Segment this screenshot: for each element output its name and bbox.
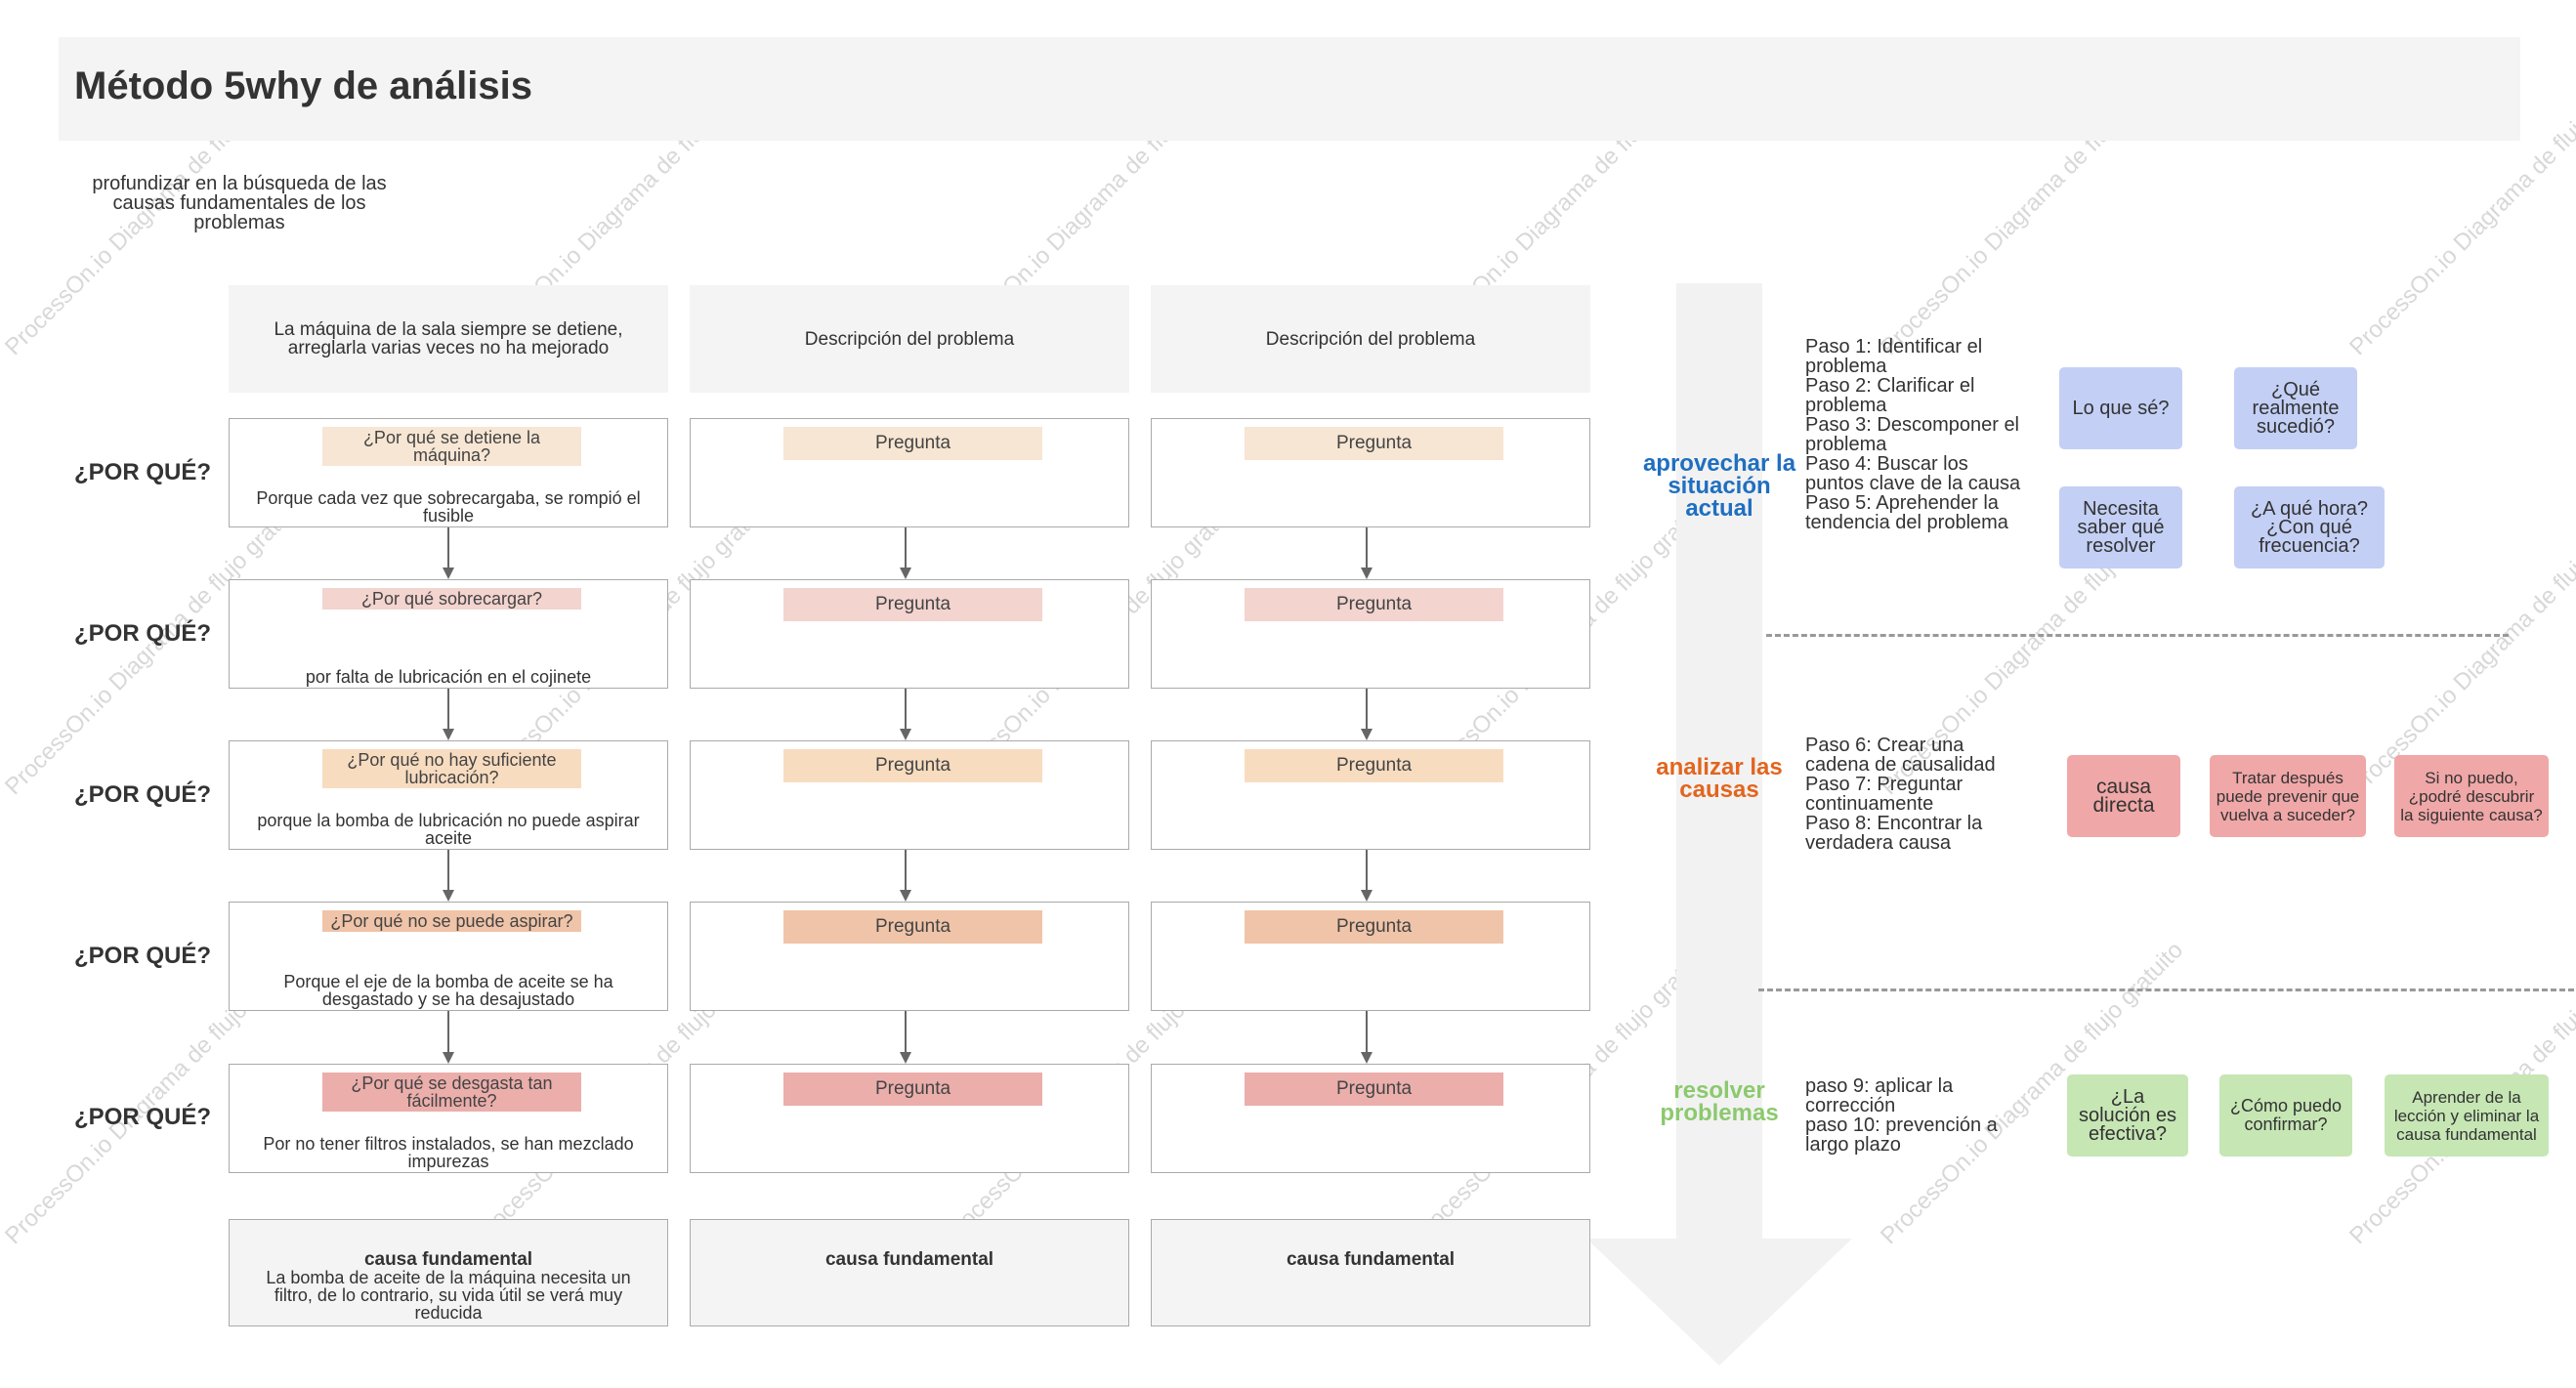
- root-cause-box: causa fundamental: [1151, 1219, 1590, 1326]
- connector-arrowhead: [443, 729, 454, 740]
- question-label: Pregunta: [1245, 910, 1503, 944]
- section-steps: Paso 1: Identificar el problema Paso 2: …: [1805, 336, 2021, 533]
- why-row-box: Pregunta: [1151, 902, 1590, 1011]
- section-steps: Paso 6: Crear una cadena de causalidad P…: [1805, 735, 1996, 854]
- question-label: Pregunta: [1245, 749, 1503, 782]
- question-label: Pregunta: [1245, 588, 1503, 621]
- question-label: Pregunta: [1245, 427, 1503, 460]
- why-label: ¿POR QUÉ?: [74, 1104, 212, 1130]
- problem-description-header: Descripción del problema: [690, 285, 1129, 393]
- hint-chip: Lo que sé?: [2059, 367, 2182, 449]
- question-label: ¿Por qué se desgasta tan fácilmente?: [322, 1073, 581, 1112]
- answer-text: Porque cada vez que sobrecargaba, se rom…: [256, 488, 641, 526]
- hint-chip: ¿A qué hora? ¿Con qué frecuencia?: [2234, 486, 2385, 568]
- hint-chip: Si no puedo, ¿podré descubrir la siguien…: [2394, 755, 2549, 837]
- why-row-box: Pregunta: [1151, 579, 1590, 689]
- section-divider-1: [1766, 634, 2509, 637]
- why-row-box: ¿Por qué se detiene la máquina? Porque ca…: [229, 418, 668, 527]
- why-row-box: Pregunta: [690, 418, 1129, 527]
- why-row-box: ¿Por qué sobrecargar? por falta de lubric…: [229, 579, 668, 689]
- page-subtitle: profundizar en la búsqueda de las causas…: [92, 173, 387, 233]
- question-label: ¿Por qué sobrecargar?: [322, 588, 581, 610]
- question-label: Pregunta: [1245, 1073, 1503, 1106]
- connector-arrowhead: [900, 1052, 911, 1064]
- why-row-box: Pregunta: [690, 902, 1129, 1011]
- root-cause-description: La bomba de aceite de la máquina necesit…: [266, 1268, 631, 1323]
- why-label: ¿POR QUÉ?: [74, 620, 212, 647]
- hint-chip: ¿Cómo puedo confirmar?: [2219, 1074, 2352, 1157]
- why-row-box: ¿Por qué no se puede aspirar? Porque el e…: [229, 902, 668, 1011]
- root-cause-title: causa fundamental: [824, 1249, 994, 1270]
- hint-chip: ¿La solución es efectiva?: [2067, 1074, 2188, 1157]
- answer-text: porque la bomba de lubricación no puede …: [257, 811, 640, 848]
- why-row-box: Pregunta: [690, 1064, 1129, 1173]
- why-row-box: Pregunta: [690, 740, 1129, 850]
- root-cause-box: causa fundamental: [690, 1219, 1129, 1326]
- question-label: Pregunta: [783, 910, 1042, 944]
- question-label: ¿Por qué no hay suficiente lubricación?: [322, 749, 581, 788]
- connector-arrowhead: [1361, 1052, 1372, 1064]
- answer-text: Por no tener filtros instalados, se han …: [263, 1134, 634, 1171]
- why-row-box: ¿Por qué no hay suficiente lubricación? p…: [229, 740, 668, 850]
- page-title: Método 5why de análisis: [74, 64, 533, 107]
- why-label: ¿POR QUÉ?: [74, 943, 212, 969]
- title-bar: [59, 37, 2520, 141]
- section-label: aprovechar la situación actual: [1642, 450, 1796, 522]
- connector-arrowhead: [1361, 729, 1372, 740]
- connector-arrowhead: [900, 890, 911, 902]
- question-label: Pregunta: [783, 588, 1042, 621]
- why-label: ¿POR QUÉ?: [74, 459, 212, 485]
- section-label: resolver problemas: [1660, 1077, 1779, 1126]
- why-label: ¿POR QUÉ?: [74, 781, 212, 808]
- connector-arrowhead: [900, 568, 911, 579]
- connector-arrowhead: [900, 729, 911, 740]
- why-row-box: Pregunta: [690, 579, 1129, 689]
- problem-description-header: La máquina de la sala siempre se detiene…: [229, 285, 668, 393]
- answer-text: Porque el eje de la bomba de aceite se h…: [283, 972, 613, 1009]
- hint-chip: Aprender de la lección y eliminar la cau…: [2385, 1074, 2549, 1157]
- question-label: Pregunta: [783, 427, 1042, 460]
- connector-arrowhead: [443, 568, 454, 579]
- process-arrow: [1586, 283, 1852, 1366]
- why-row-box: ¿Por qué se desgasta tan fácilmente? Por …: [229, 1064, 668, 1173]
- question-label: Pregunta: [783, 1073, 1042, 1106]
- answer-text: por falta de lubricación en el cojinete: [305, 667, 592, 687]
- hint-chip: Tratar después puede prevenir que vuelva…: [2210, 755, 2366, 837]
- question-label: ¿Por qué no se puede aspirar?: [322, 910, 581, 932]
- connector-arrowhead: [1361, 890, 1372, 902]
- problem-description-header: Descripción del problema: [1151, 285, 1590, 393]
- section-steps: paso 9: aplicar la corrección paso 10: p…: [1805, 1075, 1998, 1156]
- question-label: ¿Por qué se detiene la máquina?: [322, 427, 581, 466]
- section-divider-2: [1758, 988, 2574, 991]
- root-cause-title: causa fundamental: [1286, 1249, 1456, 1270]
- root-cause-title: causa fundamental: [363, 1249, 533, 1270]
- why-row-box: Pregunta: [1151, 1064, 1590, 1173]
- connector-arrowhead: [443, 890, 454, 902]
- connector-arrowhead: [1361, 568, 1372, 579]
- hint-chip: causa directa: [2067, 755, 2180, 837]
- hint-chip: Necesita saber qué resolver: [2059, 486, 2182, 568]
- section-label: analizar las causas: [1656, 754, 1783, 803]
- why-row-box: Pregunta: [1151, 740, 1590, 850]
- connector-arrowhead: [443, 1052, 454, 1064]
- hint-chip: ¿Qué realmente sucedió?: [2234, 367, 2357, 449]
- why-row-box: Pregunta: [1151, 418, 1590, 527]
- question-label: Pregunta: [783, 749, 1042, 782]
